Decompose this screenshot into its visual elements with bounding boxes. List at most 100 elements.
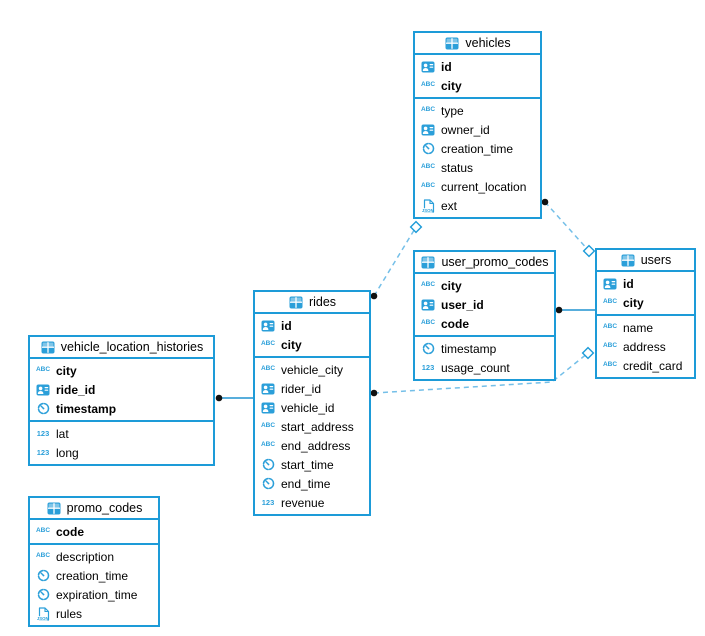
number-123-icon: 123: [421, 362, 435, 372]
svg-text:JSON: JSON: [422, 207, 434, 212]
column-row-owner_id[interactable]: owner_id: [415, 120, 540, 139]
abc-text-icon: ABC: [260, 441, 276, 449]
column-name: type: [441, 103, 464, 118]
table-title: rides: [308, 295, 337, 309]
table-header[interactable]: users: [597, 250, 694, 272]
column-row-id[interactable]: id: [415, 57, 540, 76]
abc-text-icon: ABC: [260, 340, 276, 348]
table-title: users: [640, 253, 672, 267]
timestamp-icon: [420, 342, 436, 356]
column-row-rider_id[interactable]: rider_id: [255, 379, 369, 398]
abc-text-icon: ABC: [420, 182, 436, 190]
table-header[interactable]: promo_codes: [30, 498, 158, 520]
column-row-city[interactable]: ABC city: [415, 76, 540, 95]
table-title: promo_codes: [66, 501, 143, 515]
column-name: code: [56, 524, 85, 539]
json-icon: JSON: [420, 198, 436, 213]
relation-dot-marker: [215, 394, 223, 402]
relation-diamond-marker: [582, 244, 596, 258]
column-row-creation_time[interactable]: creation_time: [415, 139, 540, 158]
column-row-creation_time[interactable]: creation_time: [30, 566, 158, 585]
column-name: owner_id: [441, 122, 490, 137]
table-header[interactable]: vehicles: [415, 33, 540, 55]
column-name: credit_card: [623, 358, 683, 373]
column-row-timestamp[interactable]: timestamp: [415, 339, 554, 358]
uuid-icon: [260, 319, 276, 333]
uuid-icon: [35, 383, 51, 397]
column-name: timestamp: [56, 401, 117, 416]
column-row-id[interactable]: id: [255, 316, 369, 335]
table-header[interactable]: rides: [255, 292, 369, 314]
abc-text-icon: ABC: [420, 81, 436, 89]
column-row-end_time[interactable]: end_time: [255, 474, 369, 493]
column-row-start_time[interactable]: start_time: [255, 455, 369, 474]
column-row-vehicle_id[interactable]: vehicle_id: [255, 398, 369, 417]
column-row-user_id[interactable]: user_id: [415, 295, 554, 314]
table-header[interactable]: vehicle_location_histories: [30, 337, 213, 359]
relation-dot-marker: [370, 389, 378, 397]
abc-text-icon: ABC: [420, 281, 436, 289]
relation-rides-to-users[interactable]: [373, 352, 589, 394]
table-icon: [420, 255, 436, 269]
column-name: revenue: [281, 495, 325, 510]
column-row-timestamp[interactable]: timestamp: [30, 399, 213, 418]
uuid-icon: [420, 298, 436, 312]
column-name: expiration_time: [56, 587, 138, 602]
column-name: address: [623, 339, 666, 354]
timestamp-icon: [35, 588, 51, 602]
column-name: city: [441, 78, 462, 93]
timestamp-icon: [35, 402, 51, 416]
abc-text-icon: ABC: [35, 552, 51, 560]
relation-rides-to-vehicles[interactable]: [373, 226, 417, 297]
uuid-icon: [420, 123, 436, 137]
column-name: name: [623, 320, 654, 335]
table-header[interactable]: user_promo_codes: [415, 252, 554, 274]
table-icon: [288, 295, 304, 309]
column-row-id[interactable]: id: [597, 274, 694, 293]
column-name: creation_time: [441, 141, 514, 156]
column-name: creation_time: [56, 568, 129, 583]
relation-vehicles-to-users[interactable]: [544, 201, 590, 252]
json-icon: JSON: [35, 606, 51, 621]
column-name: city: [56, 363, 77, 378]
column-row-expiration_time[interactable]: expiration_time: [30, 585, 158, 604]
column-row-ride_id[interactable]: ride_id: [30, 380, 213, 399]
timestamp-icon: [260, 458, 276, 472]
column-name: timestamp: [441, 341, 497, 356]
